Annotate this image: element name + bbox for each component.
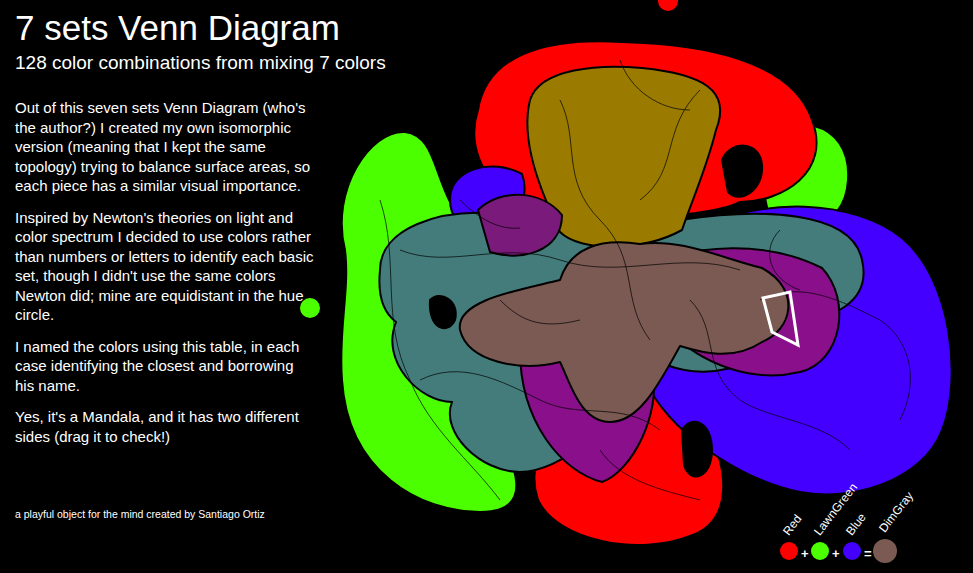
color-swatch [843,542,861,560]
color-swatch [873,539,897,563]
paragraph: Yes, it's a Mandala, and it has two diff… [15,407,315,446]
purple-region [478,195,562,256]
paragraph: Inspired by Newton's theories on light a… [15,208,315,325]
highlight-piece [763,292,798,345]
title: 7 sets Venn Diagram [15,8,340,48]
credit: a playful object for the mind created by… [15,508,265,520]
operator: + [832,546,840,561]
paragraph: I named the colors using this table, in … [15,337,315,396]
operator: = [864,546,872,561]
color-name: DimGray [876,489,916,535]
hole [430,296,456,328]
subtitle: 128 color combinations from mixing 7 col… [15,52,386,74]
center-region [460,242,789,422]
color-name: Blue [843,510,869,538]
text-column: Out of this seven sets Venn Diagram (who… [15,98,315,458]
paragraph: Out of this seven sets Venn Diagram (who… [15,98,315,196]
hole [682,422,712,477]
hole [722,146,762,197]
color-swatch [780,542,798,560]
operator: + [801,546,809,561]
color-name: Red [780,512,805,538]
color-swatch [811,542,829,560]
